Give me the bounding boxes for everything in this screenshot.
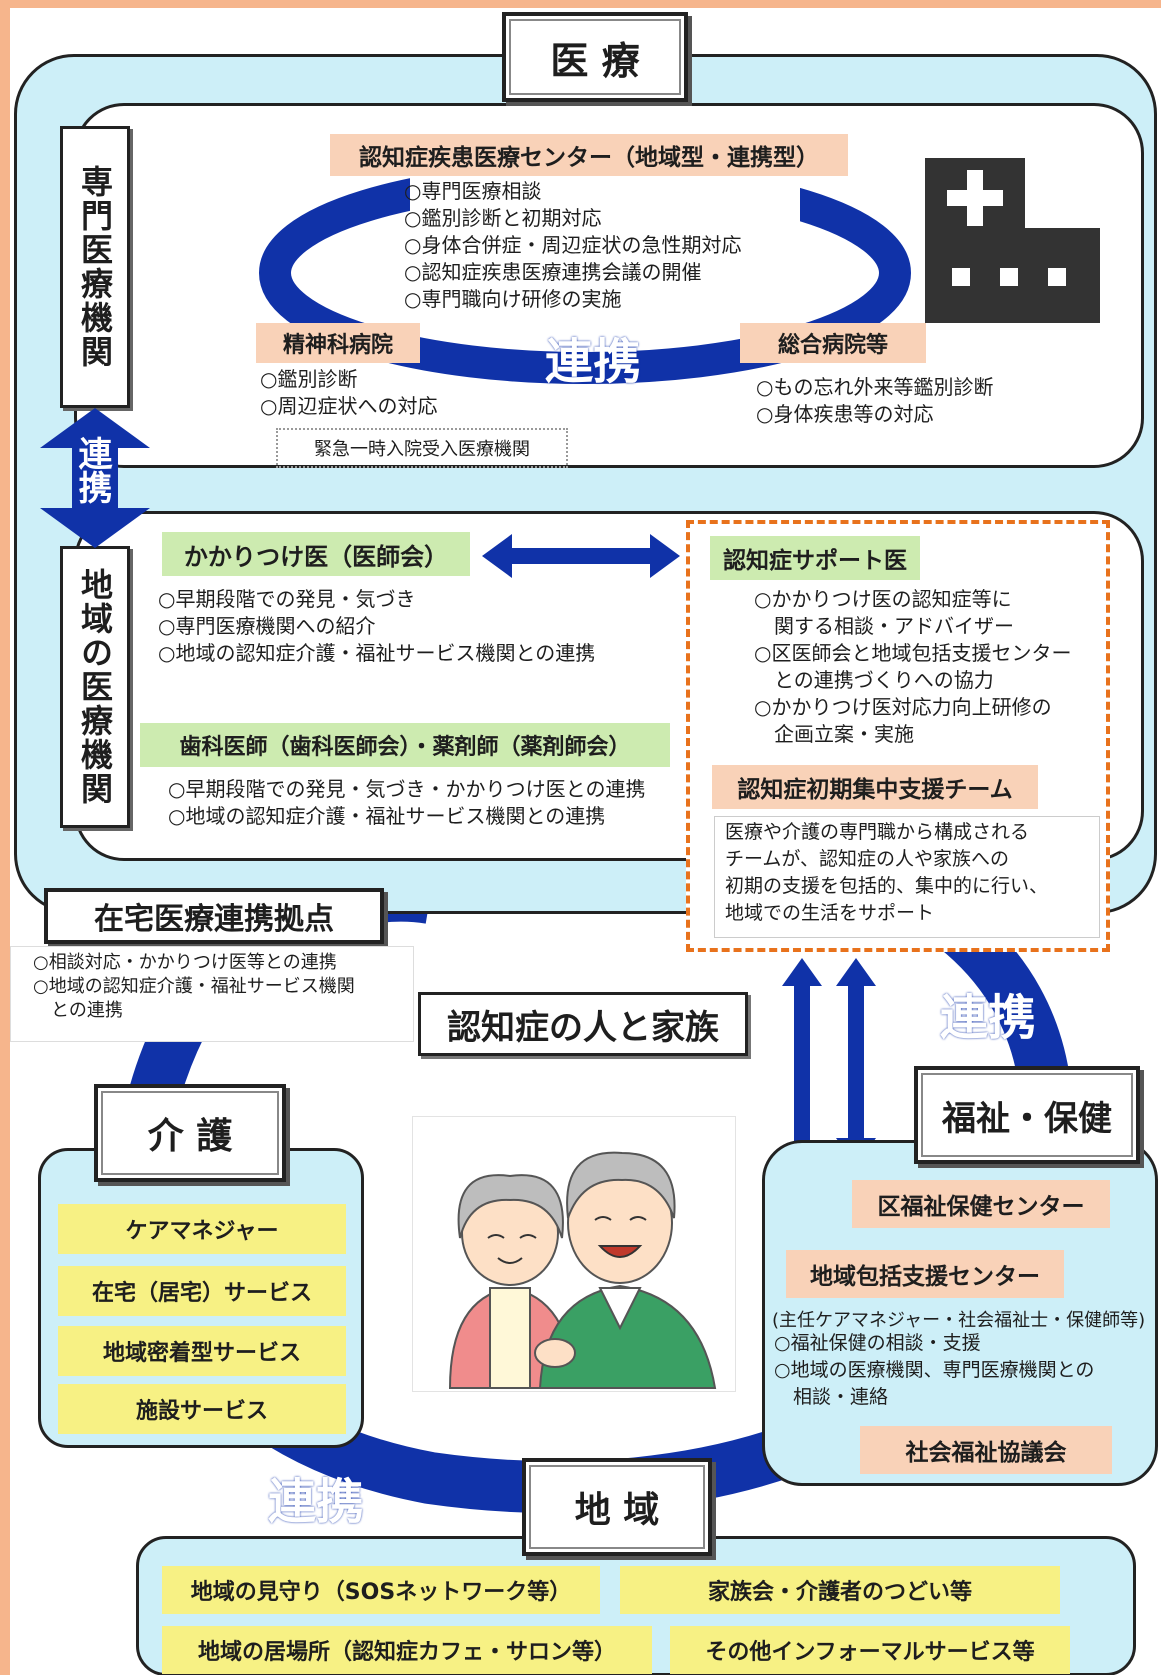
gp-item: ○早期段階での発見・気づき	[158, 587, 416, 611]
side-arrow-shape	[40, 408, 150, 548]
center-item: ○専門医療相談	[404, 179, 542, 203]
gp-title: かかりつけ医（医師会）	[162, 532, 470, 576]
council-label: 社会福祉協議会	[860, 1426, 1112, 1474]
team-desc-line: 地域での生活をサポート	[725, 902, 935, 924]
welfare-title: 福祉・保健	[914, 1066, 1140, 1164]
home-care-item: との連携	[33, 1000, 123, 1021]
home-care-item: ○地域の認知症介護・福祉サービス機関	[33, 976, 355, 997]
care-item: 施設サービス	[58, 1384, 346, 1434]
ring-link-right: 連携	[940, 990, 1037, 1046]
community-medical-label: 地域の医療機関	[60, 546, 130, 828]
arrow-to-comprehensive	[782, 958, 822, 1258]
team-title: 認知症初期集中支援チーム	[712, 765, 1038, 809]
team-desc-line: チームが、認知症の人や家族への	[725, 848, 1010, 870]
hospital-icon	[925, 158, 1100, 323]
psych-hospital-title: 精神科病院	[256, 323, 420, 363]
psych-items: ○鑑別診断 ○周辺症状への対応	[260, 366, 437, 420]
support-doctor-item: ○かかりつけ医の認知症等に	[754, 587, 1012, 611]
support-doctor-item: ○区医師会と地域包括支援センター	[754, 641, 1072, 665]
gp-item: ○地域の認知症介護・福祉サービス機関との連携	[158, 641, 596, 665]
general-item: ○もの忘れ外来等鑑別診断	[756, 375, 994, 399]
community-item: 地域の居場所（認知症カフェ・サロン等）	[162, 1626, 652, 1674]
emergency-hospital-box: 緊急一時入院受入医療機関	[276, 428, 568, 468]
center-item: ○専門職向け研修の実施	[404, 287, 622, 311]
support-doctor-items: ○かかりつけ医の認知症等に 関する相談・アドバイザー ○区医師会と地域包括支援セ…	[754, 586, 1071, 748]
ward-center-label: 区福祉保健センター	[852, 1180, 1110, 1228]
dental-items: ○早期段階での発見・気づき・かかりつけ医との連携 ○地域の認知症介護・福祉サービ…	[168, 776, 645, 830]
care-item: ケアマネジャー	[58, 1204, 346, 1254]
care-title: 介 護	[94, 1084, 286, 1182]
welfare-link-arrows	[782, 958, 876, 1258]
ring-link-label: 連携	[545, 334, 642, 390]
diagram-canvas: 医 療 専門医療機関 地域の医療機関 連携 認知症疾患医療センター（地域型・連携…	[10, 8, 1161, 1675]
support-doctor-item: 企画立案・実施	[754, 722, 914, 746]
team-desc-line: 初期の支援を包括的、集中的に行い、	[725, 875, 1049, 897]
comprehensive-item: 相談・連絡	[774, 1386, 889, 1408]
care-item: 地域密着型サービス	[58, 1326, 346, 1376]
elderly-couple-illustration	[448, 1151, 717, 1389]
support-doctor-item: ○かかりつけ医対応力向上研修の	[754, 695, 1052, 719]
horizontal-double-arrow	[482, 534, 680, 578]
center-label: 認知症の人と家族	[418, 992, 748, 1056]
support-doctor-item: 関する相談・アドバイザー	[754, 614, 1014, 638]
center-item: ○身体合併症・周辺症状の急性期対応	[404, 233, 742, 257]
care-item: 在宅（居宅）サービス	[58, 1266, 346, 1316]
community-title: 地 域	[522, 1458, 712, 1556]
support-doctor-title: 認知症サポート医	[710, 536, 920, 580]
community-item: 地域の見守り（SOSネットワーク等）	[162, 1566, 600, 1614]
psych-item: ○鑑別診断	[260, 367, 358, 391]
support-dashed-box	[686, 520, 1110, 952]
home-care-item: ○相談対応・かかりつけ医等との連携	[33, 952, 337, 973]
specialist-label: 専門医療機関	[60, 126, 130, 408]
dental-title: 歯科医師（歯科医師会）・薬剤師（薬剤師会）	[140, 723, 670, 767]
community-item: その他インフォーマルサービス等	[670, 1626, 1070, 1674]
general-items: ○もの忘れ外来等鑑別診断 ○身体疾患等の対応	[756, 374, 993, 428]
comprehensive-items: ○福祉保健の相談・支援 ○地域の医療機関、専門医療機関との 相談・連絡	[774, 1330, 1094, 1411]
community-item: 家族会・介護者のつどい等	[620, 1566, 1060, 1614]
general-item: ○身体疾患等の対応	[756, 402, 934, 426]
side-link-arrow	[40, 408, 150, 548]
team-desc-line: 医療や介護の専門職から構成される	[725, 821, 1030, 843]
comprehensive-center-label: 地域包括支援センター	[786, 1250, 1064, 1298]
psych-item: ○周辺症状への対応	[260, 394, 438, 418]
general-hospital-title: 総合病院等	[740, 323, 926, 363]
home-care-items-box: ○相談対応・かかりつけ医等との連携 ○地域の認知症介護・福祉サービス機関 との連…	[10, 946, 414, 1042]
comprehensive-note: (主任ケアマネジャー・社会福祉士・保健師等)	[772, 1310, 1146, 1331]
support-doctor-item: との連携づくりへの協力	[754, 668, 994, 692]
home-care-title: 在宅医療連携拠点	[44, 888, 384, 944]
medical-title: 医 療	[502, 12, 688, 102]
team-desc-box: 医療や介護の専門職から構成される チームが、認知症の人や家族への 初期の支援を包…	[714, 816, 1100, 938]
arrow-to-ward	[836, 958, 876, 1166]
center-items: ○専門医療相談 ○鑑別診断と初期対応 ○身体合併症・周辺症状の急性期対応 ○認知…	[404, 178, 741, 313]
center-item: ○鑑別診断と初期対応	[404, 206, 602, 230]
center-item: ○認知症疾患医療連携会議の開催	[404, 260, 702, 284]
center-ring	[259, 158, 911, 384]
gp-item: ○専門医療機関への紹介	[158, 614, 376, 638]
dental-item: ○地域の認知症介護・福祉サービス機関との連携	[168, 804, 606, 828]
ring-link-left: 連携	[268, 1474, 365, 1530]
comprehensive-item: ○福祉保健の相談・支援	[774, 1332, 981, 1354]
side-link-label: 連携	[72, 436, 112, 504]
comprehensive-item: ○地域の医療機関、専門医療機関との	[774, 1359, 1095, 1381]
gp-items: ○早期段階での発見・気づき ○専門医療機関への紹介 ○地域の認知症介護・福祉サー…	[158, 586, 595, 667]
center-title: 認知症疾患医療センター（地域型・連携型）	[330, 134, 848, 176]
dental-item: ○早期段階での発見・気づき・かかりつけ医との連携	[168, 777, 646, 801]
